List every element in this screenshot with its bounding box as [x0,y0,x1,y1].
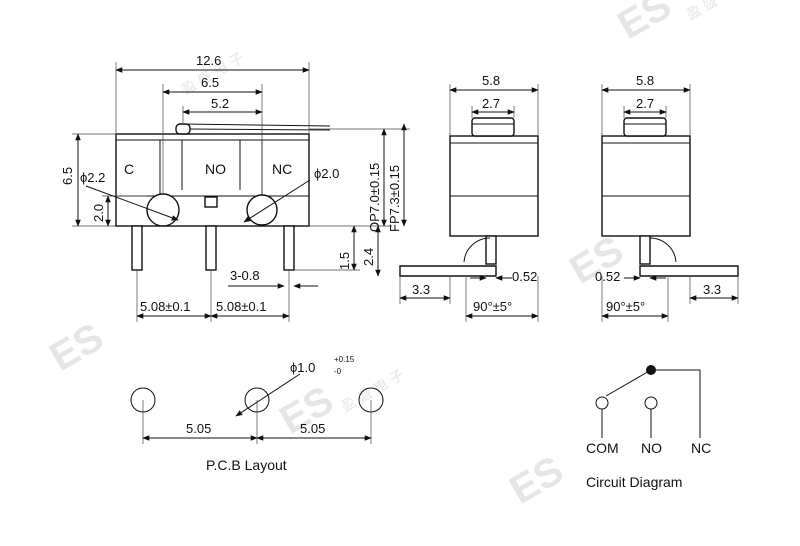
side-body [601,135,691,237]
terminal-label-no: NO [205,161,226,177]
dim-pin-length: 3-0.8 [230,268,260,283]
side-dim-angle: 90°±5° [473,299,512,314]
pcb-pitch-right: 5.05 [300,421,325,436]
terminal-label-nc: NC [272,161,292,177]
front-view: C NO NC 12.6 6.5 5.2 6.5 2.0 ϕ2.2 ϕ2.0 O… [60,53,410,322]
pcb-hole-tol-plus: +0.15 [334,355,355,364]
circuit-diagram: COM NO NC Circuit Diagram [586,365,711,490]
pcb-hole-dia: ϕ1.0 [290,360,315,375]
watermark-text: 盈 盛 电 子 [684,0,752,23]
dim-1-5: 1.5 [337,252,352,270]
side-dim-thickness: 0.52 [512,269,537,284]
side-view-right: 5.8 2.7 3.3 0.52 90°±5° [595,73,739,322]
dim-pitch-left: 5.08±0.1 [140,299,191,314]
watermark-logo: ES [611,0,679,48]
dim-overall-width: 12.6 [196,53,221,68]
side-pin [485,235,497,265]
pcb-hole-tol-minus: -0 [334,367,342,376]
actuator-button [175,123,191,135]
side-body [449,135,539,237]
circuit-caption: Circuit Diagram [586,474,682,490]
slot [204,196,218,208]
dim-pitch-right: 5.08±0.1 [216,299,267,314]
watermark-logo: ES [503,448,571,513]
pin-nc [283,225,295,271]
circuit-no: NO [641,440,662,456]
side-dim-foot: 3.3 [412,282,430,297]
side-dim-actuator: 2.7 [636,96,654,111]
dim-op: OP7.0±0.15 [367,163,382,232]
side-dim-actuator: 2.7 [482,96,500,111]
com-contact [595,396,609,410]
switch-body [115,133,310,227]
pcb-caption: P.C.B Layout [206,457,287,473]
side-foot [639,265,739,277]
side-dim-angle: 90°±5° [606,299,645,314]
hole-nc-label: ϕ2.0 [314,166,339,181]
pin-c [131,225,143,271]
side-dim-foot: 3.3 [703,282,721,297]
side-view-left: 5.8 2.7 3.3 0.52 90°±5° [399,73,539,322]
dim-2-4: 2.4 [361,248,376,266]
pcb-layout: 5.05 5.05 ϕ1.0 +0.15 -0 P.C.B Layout [130,355,384,473]
side-foot [399,265,497,277]
dim-width-inner: 5.2 [211,96,229,111]
watermark-text: 盈 盛 电 子 [339,367,407,416]
side-dim-width: 5.8 [482,73,500,88]
dim-width-mid: 6.5 [201,75,219,90]
side-dim-width: 5.8 [636,73,654,88]
hole-c-label: ϕ2.2 [80,170,105,185]
side-actuator [471,117,515,137]
watermark-logo: ES [43,315,111,380]
pin-no [205,225,217,271]
circuit-nc: NC [691,440,711,456]
circuit-com: COM [586,440,619,456]
dim-fp: FP7.3±0.15 [387,165,402,232]
pcb-pitch-left: 5.05 [186,421,211,436]
side-actuator [623,117,667,137]
terminal-label-c: C [124,161,134,177]
dim-height: 6.5 [60,167,75,185]
side-dim-thickness: 0.52 [595,269,620,284]
dim-pin-center: 2.0 [91,204,106,222]
no-contact [644,396,658,410]
side-pin [639,235,651,265]
